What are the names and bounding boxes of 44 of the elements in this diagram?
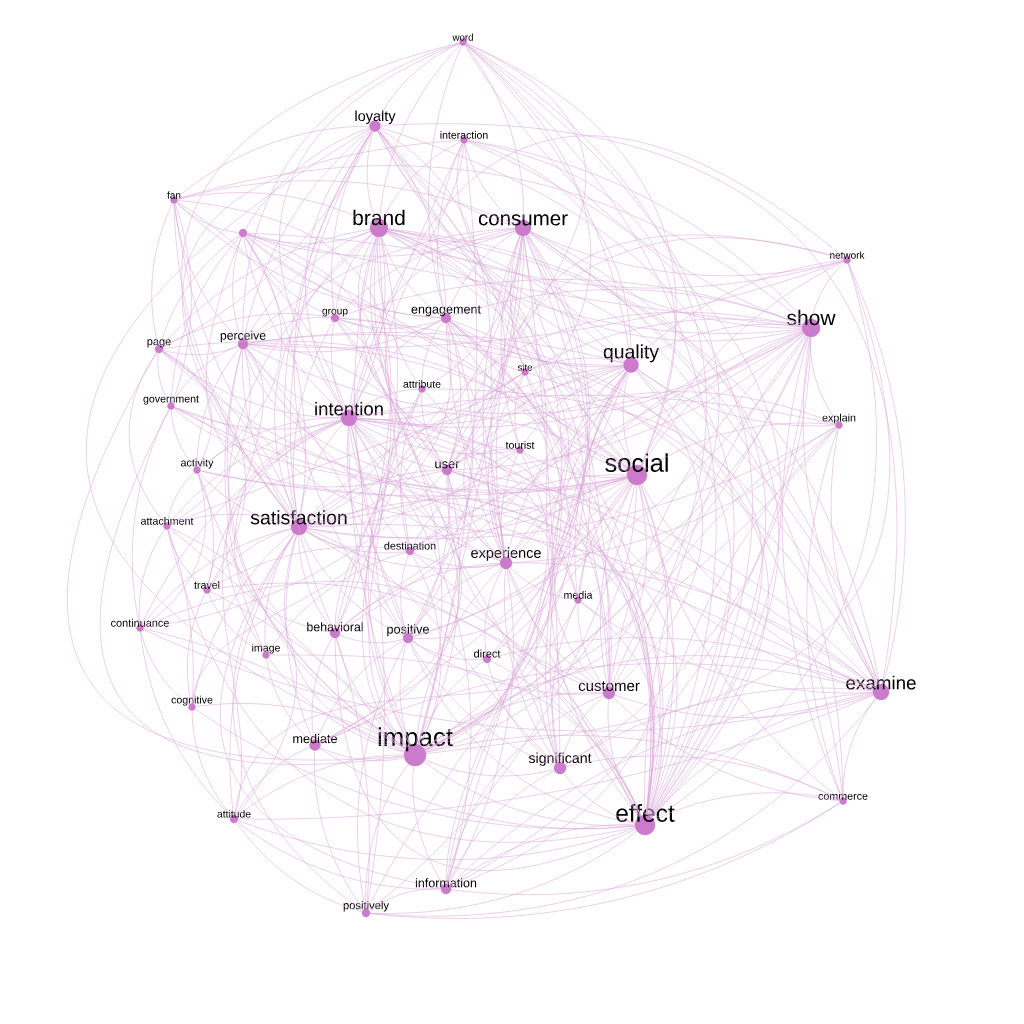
keyword-label: tourist bbox=[505, 440, 535, 449]
keyword-label: destination bbox=[384, 541, 436, 550]
keyword-label: behavioral bbox=[307, 622, 363, 632]
keyword-label: consumer bbox=[478, 214, 568, 226]
keyword-label: mediate bbox=[293, 733, 337, 744]
keyword-label: government bbox=[143, 395, 199, 405]
keyword-label: group bbox=[322, 308, 348, 317]
keyword-label: brand bbox=[353, 209, 405, 226]
keyword-label: network bbox=[830, 251, 865, 259]
keyword-label: significant bbox=[528, 752, 592, 766]
keyword-label: information bbox=[415, 878, 477, 888]
keyword-label: media bbox=[564, 590, 593, 599]
keyword-label: positive bbox=[387, 624, 429, 637]
keyword-label: satisfaction bbox=[250, 510, 347, 525]
keyword-label: image bbox=[252, 643, 280, 654]
keyword-label: attribute bbox=[403, 380, 441, 388]
keyword-label: fan bbox=[167, 191, 181, 199]
keyword-label: impact bbox=[378, 727, 453, 752]
keyword-label: travel bbox=[194, 580, 220, 589]
keyword-label: social bbox=[605, 453, 668, 472]
keyword-label: word bbox=[452, 33, 473, 41]
keyword-label: engagement bbox=[411, 305, 481, 317]
keyword-label: show bbox=[787, 309, 836, 326]
keyword-label: page bbox=[147, 339, 171, 348]
keyword-label: site bbox=[517, 363, 533, 371]
keyword-label: intention bbox=[315, 401, 383, 416]
keyword-label: cognitive bbox=[171, 695, 213, 706]
keyword-label: commerce bbox=[818, 793, 868, 800]
keyword-label: loyalty bbox=[355, 110, 396, 124]
keyword-label: attitude bbox=[217, 810, 251, 818]
keyword-label: interaction bbox=[440, 131, 488, 139]
keyword-label: examine bbox=[846, 675, 916, 690]
keyword-label: explain bbox=[822, 413, 856, 424]
keyword-label: attachment bbox=[141, 516, 194, 525]
keyword-label: user bbox=[435, 461, 460, 469]
keyword-label: customer bbox=[578, 681, 640, 692]
keyword-label: direct bbox=[474, 649, 501, 658]
keyword-label: effect bbox=[616, 804, 675, 822]
keyword-label: experience bbox=[471, 547, 541, 561]
keyword-label: perceive bbox=[220, 330, 266, 343]
keyword-label: activity bbox=[180, 458, 214, 469]
keyword-label: positively bbox=[343, 901, 389, 912]
keyword-label: quality bbox=[603, 344, 659, 363]
keyword-label: continuance bbox=[111, 618, 169, 627]
